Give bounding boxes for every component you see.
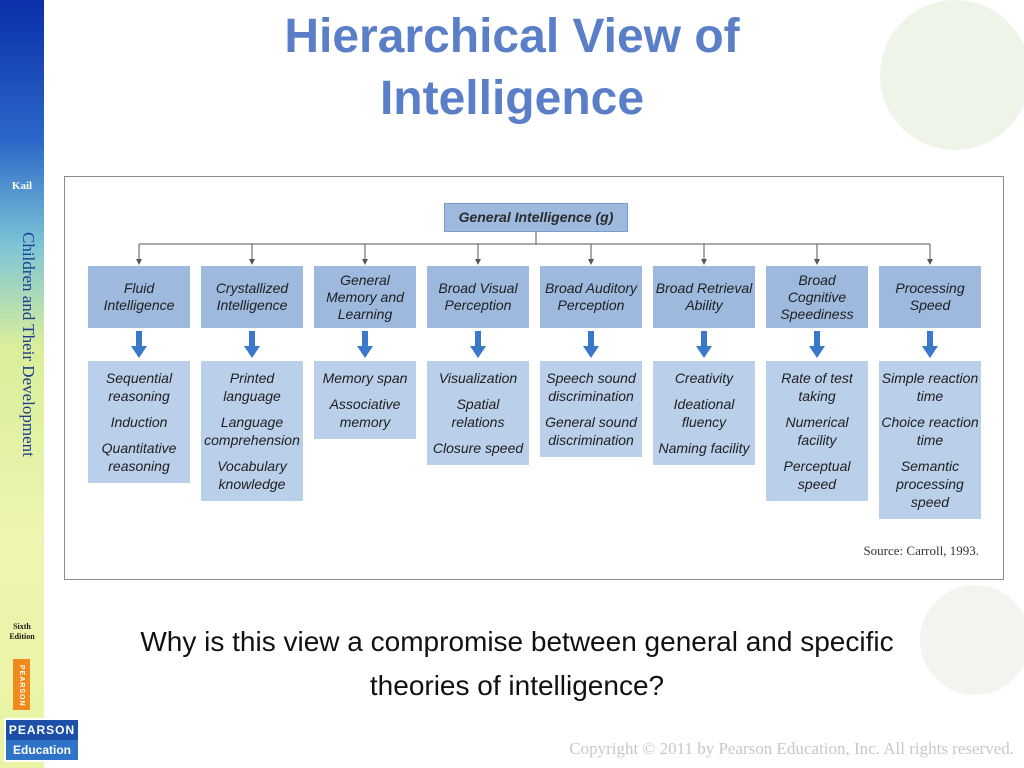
arrowhead-icon <box>814 259 820 265</box>
edition-label: Sixth Edition <box>9 622 35 641</box>
author-name: Kail <box>11 180 33 192</box>
arrowhead-icon <box>136 259 142 265</box>
skill-item: Simple reaction time <box>881 370 979 404</box>
skill-item: Rate of test taking <box>781 370 853 404</box>
skill-item: Naming facility <box>658 440 750 456</box>
skill-item: Memory span <box>322 370 408 386</box>
background-circle-decoration <box>920 585 1024 695</box>
discussion-question: Why is this view a compromise between ge… <box>140 626 894 701</box>
skill-item: Visualization <box>438 370 518 386</box>
ability-box: General Memory and Learning <box>314 266 416 328</box>
skill-item: Induction <box>110 414 168 430</box>
book-sidebar: Kail Children and Their Development Sixt… <box>0 0 44 768</box>
skill-item: Speech sound discrimination <box>546 370 636 404</box>
skill-item: Semantic processing speed <box>896 458 964 510</box>
logo-top-text: PEARSON <box>6 720 78 740</box>
background-circle-decoration <box>880 0 1024 150</box>
pearson-education-logo: PEARSON Education <box>4 718 80 762</box>
skill-item: Associative memory <box>329 396 401 430</box>
ability-box: Broad Visual Perception <box>427 266 529 328</box>
ability-box: Broad Auditory Perception <box>540 266 642 328</box>
down-arrow-icon <box>696 331 712 358</box>
arrowhead-icon <box>701 259 707 265</box>
copyright-notice: Copyright © 2011 by Pearson Education, I… <box>569 739 1014 758</box>
skill-item: Creativity <box>674 370 734 386</box>
skill-item: Quantitative reasoning <box>101 440 177 474</box>
skill-item: Choice reaction time <box>881 414 979 448</box>
down-arrow-icon <box>470 331 486 358</box>
logo-bottom-text: Education <box>6 740 78 760</box>
ability-box: Processing Speed <box>879 266 981 328</box>
ability-box: Broad Retrieval Ability <box>653 266 755 328</box>
arrowhead-icon <box>362 259 368 265</box>
skill-item: Spatial relations <box>451 396 505 430</box>
down-arrow-icon <box>357 331 373 358</box>
ability-box: Crystallized Intelligence <box>201 266 303 328</box>
skill-item: Numerical facility <box>785 414 849 448</box>
pearson-tag: PEARSON <box>13 659 30 710</box>
book-title: Children and Their Development <box>19 232 38 457</box>
skill-item: Ideational fluency <box>673 396 735 430</box>
arrowhead-icon <box>588 259 594 265</box>
down-arrow-icon <box>583 331 599 358</box>
arrowhead-icon <box>927 259 933 265</box>
down-arrow-icon <box>809 331 825 358</box>
down-arrow-icon <box>922 331 938 358</box>
source-note: Source: Carroll, 1993. <box>863 543 979 558</box>
hierarchy-figure: General Intelligence (g) Fluid Intellige… <box>64 176 1004 580</box>
skill-item: General sound discrimination <box>545 414 637 448</box>
skill-item: Language comprehension <box>204 414 300 448</box>
ability-box: Fluid Intelligence <box>88 266 190 328</box>
skill-item: Printed language <box>223 370 281 404</box>
down-arrow-icon <box>131 331 147 358</box>
arrowhead-icon <box>475 259 481 265</box>
skill-item: Vocabulary knowledge <box>217 458 287 492</box>
pearson-tag-label: PEARSON <box>18 665 25 707</box>
slide-title: Hierarchical View of Intelligence <box>284 10 740 125</box>
tree-connector <box>136 232 933 265</box>
skill-item: Sequential reasoning <box>105 370 173 404</box>
root-node-general-intelligence: General Intelligence (g) <box>444 203 628 232</box>
arrowhead-icon <box>249 259 255 265</box>
skill-item: Perceptual speed <box>783 458 851 492</box>
skill-item: Closure speed <box>432 440 524 456</box>
ability-box: Broad Cognitive Speediness <box>766 266 868 328</box>
down-arrow-icon <box>244 331 260 358</box>
